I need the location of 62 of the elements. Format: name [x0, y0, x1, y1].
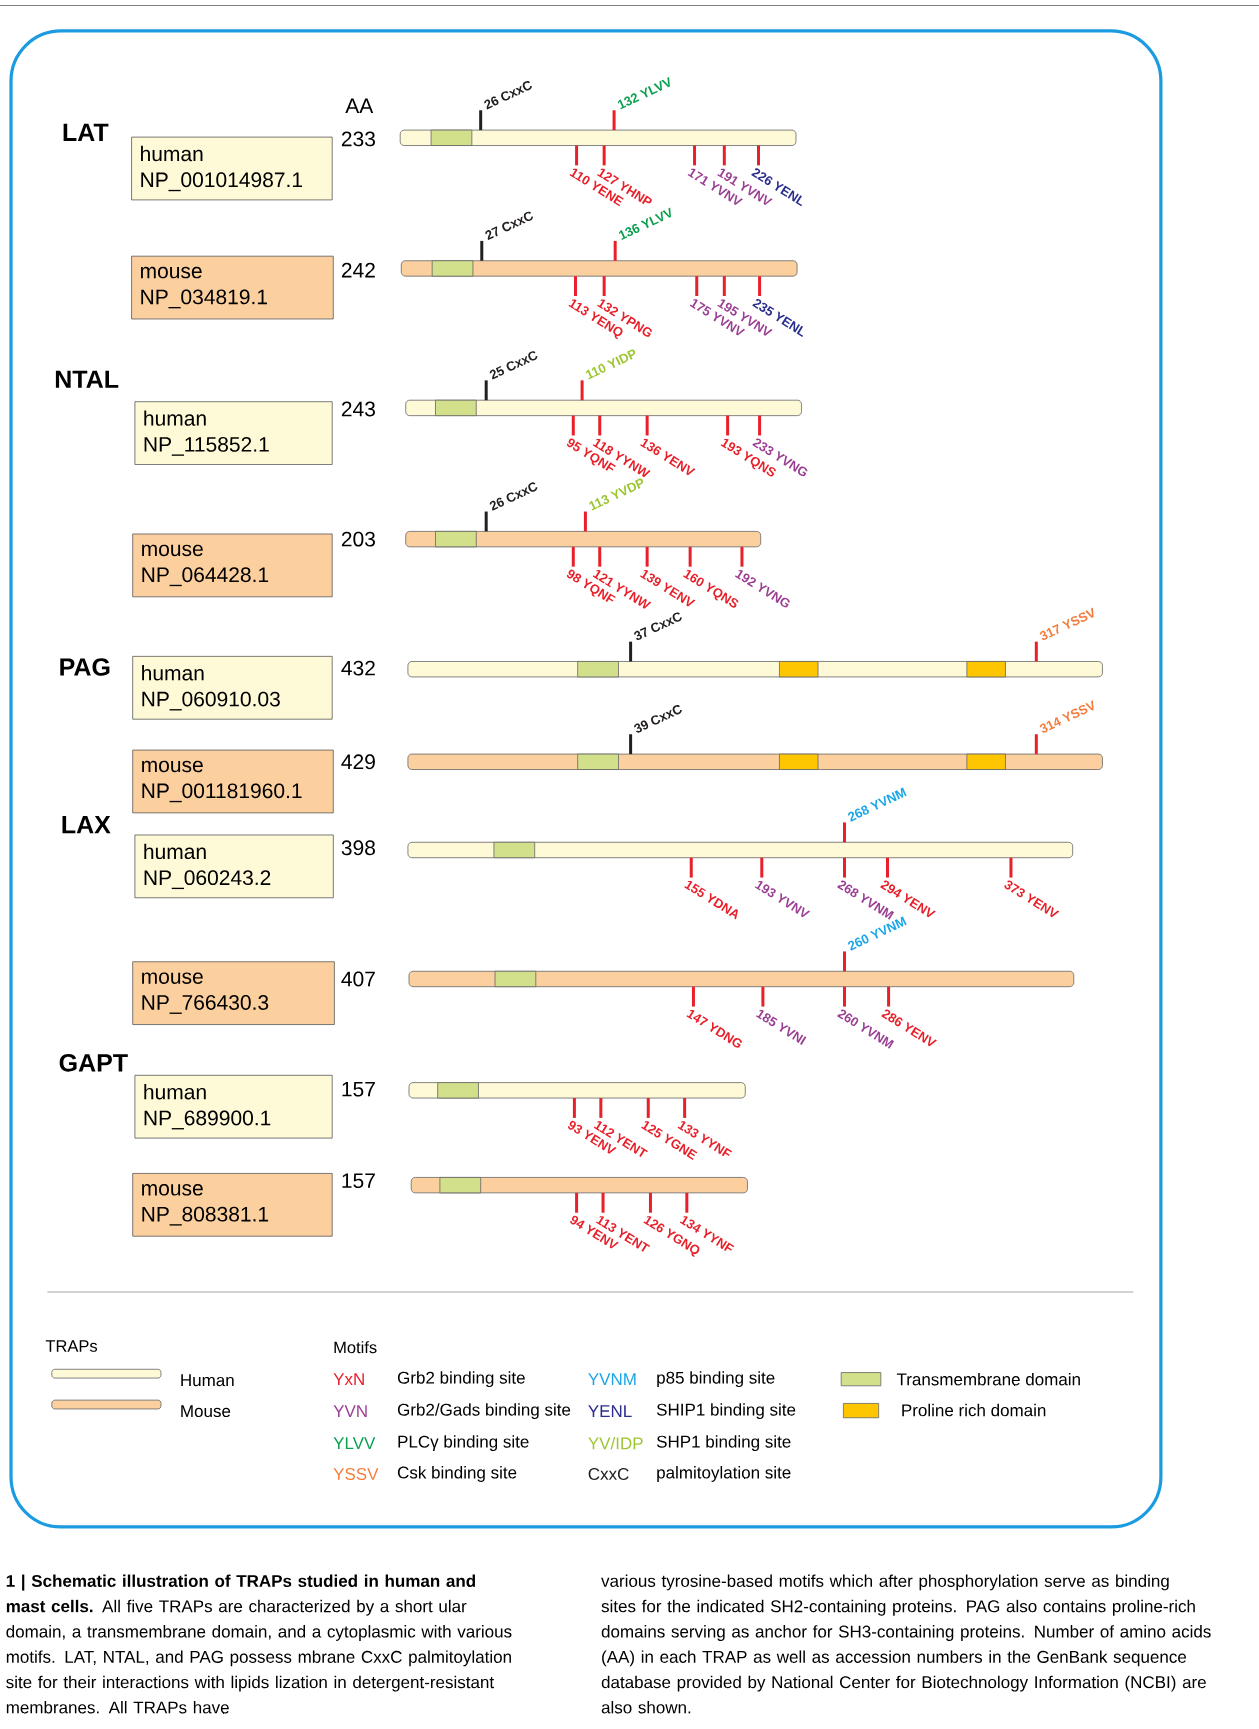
- residue-count: 242: [341, 262, 375, 278]
- residue-count: 203: [341, 531, 375, 547]
- site-description: SHIP1 binding site: [656, 1403, 796, 1420]
- legend-label: Mouse: [181, 1405, 231, 1418]
- site-description: p85 binding site: [657, 1371, 775, 1388]
- motif-label: 27 CxxC: [485, 211, 533, 241]
- column-heading: AA: [345, 98, 374, 114]
- motif-label: 26 CxxC: [489, 482, 538, 511]
- motif-label: 39 CxxC: [634, 705, 682, 733]
- accession-box: human NP_001014987.1: [131, 136, 333, 201]
- motif-code: YxN: [333, 1373, 364, 1386]
- residue-count: 157: [342, 1081, 375, 1097]
- motif-label: 25 CxxC: [489, 351, 538, 380]
- accession-box: mouse NP_808381.1: [132, 1173, 333, 1237]
- residue-count: 432: [341, 660, 375, 676]
- accession-box: human NP_115852.1: [134, 401, 333, 465]
- accession-box: human NP_060243.2: [134, 834, 334, 899]
- site-description: SHP1 binding site: [656, 1435, 791, 1452]
- accession-box: mouse NP_064428.1: [132, 533, 333, 598]
- accession-box: mouse NP_034819.1: [131, 255, 334, 320]
- residue-count: 233: [341, 131, 375, 147]
- legend-label: Proline rich domain: [902, 1403, 1046, 1417]
- site-description: Csk binding site: [397, 1466, 517, 1482]
- residue-count: 243: [341, 401, 375, 417]
- motif-label: 113 YVDP: [589, 478, 644, 511]
- legend-heading: Motifs: [334, 1341, 377, 1354]
- motif-code: YVNM: [588, 1373, 636, 1386]
- accession-box: human NP_689900.1: [134, 1074, 333, 1139]
- site-description: palmitoylation site: [657, 1466, 791, 1482]
- motif-code: YLVV: [333, 1437, 376, 1449]
- legend-label: Human: [181, 1374, 234, 1387]
- caption-text: 1 | Schematic illustration of TRAPs studied in human and mast cells. All five TRAPs are characterized by a short ular domain, a transmembrane domain, and a cytoplasmic with various motifs. LAT, NTAL, and PAG possess mbrane CxxC palmitoylation site for their interactions with lipids lization in detergent-resistant membranes. All TRAPs have: [6, 1574, 512, 1714]
- motif-code: YENL: [588, 1405, 632, 1417]
- residue-count: 407: [341, 971, 375, 987]
- motif-label: 26 CxxC: [484, 81, 532, 110]
- motif-code: YVN: [333, 1405, 367, 1417]
- protein-name: LAT: [63, 123, 109, 141]
- legend-label: Transmembrane domain: [896, 1372, 1080, 1386]
- residue-count: 398: [341, 840, 375, 856]
- motif-label: 37 CxxC: [634, 612, 682, 641]
- accession-box: human NP_060910.03: [132, 655, 333, 720]
- protein-name: LAX: [62, 816, 111, 834]
- residue-count: 157: [342, 1173, 375, 1189]
- motif-code: YSSV: [333, 1468, 379, 1480]
- protein-name: GAPT: [59, 1053, 128, 1072]
- accession-box: mouse NP_766430.3: [132, 961, 335, 1025]
- site-description: Grb2/Gads binding site: [397, 1403, 571, 1420]
- protein-name: NTAL: [55, 370, 119, 388]
- site-description: PLCγ binding site: [398, 1435, 529, 1452]
- motif-label: 317 YSSV: [1039, 607, 1094, 641]
- residue-count: 429: [341, 754, 375, 770]
- accession-box: mouse NP_001181960.1: [132, 749, 334, 814]
- motif-code: CxxC: [588, 1468, 629, 1480]
- motif-code: YV/IDP: [588, 1436, 643, 1450]
- motif-label: 136 YLVV: [618, 207, 671, 240]
- motif-label: 314 YSSV: [1039, 700, 1094, 733]
- site-description: Grb2 binding site: [397, 1371, 525, 1388]
- motif-label: 132 YLVV: [617, 76, 670, 110]
- caption-text: various tyrosine-based motifs which after phosphorylation serve as binding sites for the indicated SH2-containing proteins. PAG also contains proline-rich domains serving as anchor for SH3-containing proteins. Number of amino acids (AA) in each TRAP as well as accession numbers in the GenBank sequence database provided by National Center for Biotechnology Information (NCBI) are also shown.: [601, 1574, 1211, 1714]
- motif-label: 110 YIDP: [585, 349, 636, 380]
- legend-heading: TRAPs: [45, 1340, 98, 1352]
- protein-name: PAG: [60, 658, 110, 676]
